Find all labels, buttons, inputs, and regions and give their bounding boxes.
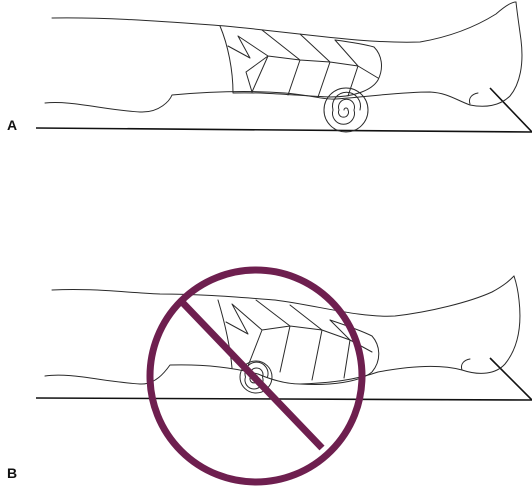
panel-a-leg-outline [52, 2, 516, 42]
panel-b-platform-edge [490, 358, 532, 400]
panel-a-floor-line [36, 128, 532, 132]
panel-b-label: B [7, 466, 17, 480]
panel-b-illustration [36, 270, 532, 482]
panel-b-floor-line [36, 398, 532, 400]
panel-a-towel-roll [324, 88, 368, 132]
panel-a-foot-detail [469, 93, 478, 104]
panel-b-leg-outline [52, 276, 514, 316]
panel-a-label: A [7, 118, 17, 132]
panel-b-leg-underside [45, 276, 520, 384]
panel-b-foot-detail [461, 359, 470, 370]
panel-a-illustration [36, 2, 532, 132]
prohibition-icon [150, 270, 362, 482]
panel-a-splint-outline [220, 26, 381, 97]
